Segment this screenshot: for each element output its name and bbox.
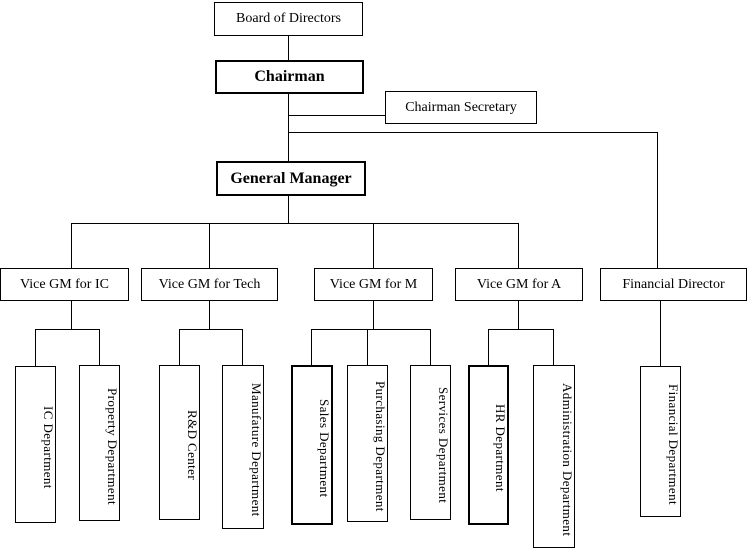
node-label: Purchasing Department — [373, 381, 388, 512]
node-label: Chairman Secretary — [405, 99, 517, 115]
connector-gm-distribution-bar — [71, 223, 519, 224]
connector-vice-gm-a-bar — [488, 329, 554, 330]
connector-drop-sales-department — [311, 329, 312, 366]
node-ic-department[interactable]: IC Department — [15, 366, 56, 523]
connector-vice-gm-tech-stem — [209, 301, 210, 329]
node-services-department[interactable]: Services Department — [410, 365, 451, 520]
connector-chairman-to-financial-director — [288, 132, 658, 133]
connector-vice-gm-m-bar — [311, 329, 431, 330]
connector-drop-financial-director — [657, 132, 658, 268]
node-administration-department[interactable]: Administration Department — [533, 365, 575, 548]
node-label: Financial Director — [622, 276, 725, 292]
node-label: Manufature Department — [249, 383, 264, 517]
connector-drop-services-department — [430, 329, 431, 366]
node-manufature-department[interactable]: Manufature Department — [222, 365, 264, 529]
connector-drop-manufature-department — [242, 329, 243, 366]
node-label: Property Department — [105, 387, 120, 505]
node-label: Board of Directors — [236, 11, 341, 27]
node-general-manager[interactable]: General Manager — [216, 161, 366, 196]
node-financial-department[interactable]: Financial Department — [640, 366, 681, 517]
node-label: Administration Department — [560, 382, 575, 537]
node-label: Vice GM for IC — [20, 276, 109, 292]
connector-vice-gm-ic-stem — [71, 301, 72, 329]
node-label: Vice GM for Tech — [158, 276, 261, 292]
connector-drop-vice-gm-ic — [71, 223, 72, 268]
node-label: R&D Center — [185, 410, 200, 481]
connector-vice-gm-a-stem — [518, 301, 519, 329]
connector-drop-vice-gm-m — [373, 223, 374, 268]
node-chairman[interactable]: Chairman — [215, 60, 364, 94]
node-label: Vice GM for A — [476, 276, 562, 292]
node-sales-department[interactable]: Sales Department — [291, 365, 333, 525]
node-label: HR Department — [493, 404, 508, 492]
connector-chairman-trunk — [288, 93, 289, 161]
connector-vice-gm-tech-bar — [179, 329, 243, 330]
connector-board-to-chairman — [288, 36, 289, 60]
node-label: Chairman — [254, 68, 325, 86]
node-vice-gm-a[interactable]: Vice GM for A — [455, 268, 583, 301]
node-purchasing-department[interactable]: Purchasing Department — [347, 365, 388, 522]
connector-drop-hr-department — [488, 329, 489, 366]
node-vice-gm-m[interactable]: Vice GM for M — [314, 268, 433, 301]
node-rd-center[interactable]: R&D Center — [159, 365, 200, 520]
node-label: IC Department — [41, 406, 56, 489]
connector-vice-gm-m-stem — [373, 301, 374, 329]
node-label: Sales Department — [317, 398, 332, 498]
node-label: Vice GM for M — [329, 276, 418, 292]
connector-financial-director-to-department — [660, 301, 661, 366]
node-hr-department[interactable]: HR Department — [468, 365, 509, 525]
connector-drop-vice-gm-a — [518, 223, 519, 268]
node-property-department[interactable]: Property Department — [79, 365, 120, 521]
connector-drop-purchasing-department — [367, 329, 368, 366]
connector-vice-gm-ic-bar — [35, 329, 100, 330]
connector-drop-ic-department — [35, 329, 36, 366]
connector-drop-vice-gm-tech — [209, 223, 210, 268]
node-vice-gm-ic[interactable]: Vice GM for IC — [0, 268, 129, 301]
connector-gm-stem — [288, 196, 289, 223]
connector-drop-rd-center — [179, 329, 180, 366]
node-label: Services Department — [436, 387, 451, 504]
connector-drop-property-department — [99, 329, 100, 366]
node-financial-director[interactable]: Financial Director — [600, 268, 747, 301]
node-label: General Manager — [230, 169, 352, 187]
node-label: Financial Department — [666, 384, 681, 505]
node-vice-gm-tech[interactable]: Vice GM for Tech — [141, 268, 278, 301]
node-chairman-secretary[interactable]: Chairman Secretary — [385, 91, 537, 124]
connector-drop-administration-department — [553, 329, 554, 366]
node-board-of-directors[interactable]: Board of Directors — [214, 2, 363, 36]
connector-chairman-to-secretary — [288, 115, 386, 116]
